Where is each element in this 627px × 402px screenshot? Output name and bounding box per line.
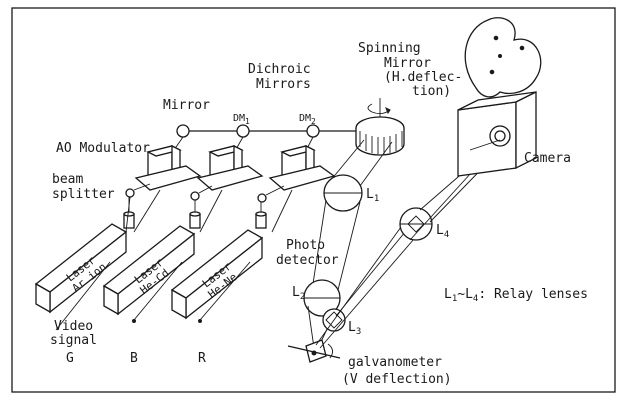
lens-l1 (324, 175, 362, 211)
label-splitter: splitter (52, 187, 115, 202)
beam-l1-l2-right (338, 202, 360, 290)
label-v-deflection: (V deflection) (342, 372, 452, 387)
label-photo: Photo (286, 238, 325, 253)
ao-modulator-3 (270, 146, 334, 190)
label-dm1: DM1 (233, 113, 250, 126)
mod-signal-1 (134, 190, 160, 232)
label-camera: Camera (524, 151, 571, 166)
label-video: Video (54, 319, 93, 334)
mod-signal-3 (272, 190, 292, 232)
label-detector: detector (276, 253, 339, 268)
label-h-deflection-2: tion) (412, 84, 451, 99)
photo-detector-1 (124, 197, 134, 228)
label-spinning: Spinning (358, 41, 421, 56)
label-l2: L2 (292, 285, 305, 302)
beam-l3-l4 (336, 226, 410, 316)
dm2-element (307, 125, 319, 137)
label-signal-g: G (66, 351, 74, 366)
label-mirror: Mirror (163, 98, 210, 113)
galvanometer (288, 340, 340, 362)
ao-modulator-2 (198, 146, 262, 190)
label-signal: signal (50, 333, 97, 348)
signal-r-dot (199, 320, 202, 323)
label-l1: L1 (366, 187, 379, 204)
dm1-element (237, 125, 249, 137)
label-dm2: DM2 (299, 113, 316, 126)
splitter-beam-3 (266, 186, 284, 195)
label-signal-r: R (198, 351, 206, 366)
lens-l4 (400, 208, 432, 240)
beam-splitter-3 (258, 194, 266, 202)
label-signal-b: B (130, 351, 138, 366)
beam-splitter-1 (126, 189, 134, 197)
photo-detector-3 (256, 202, 266, 228)
label-dichroic: Dichroic (248, 62, 311, 77)
label-ao-modulator: AO Modulator (56, 141, 150, 156)
mirror-element (177, 125, 189, 137)
label-spinning-mirror: Mirror (384, 56, 431, 71)
label-h-deflection-1: (H.deflec- (384, 70, 462, 85)
label-l4: L4 (436, 223, 449, 240)
spinning-mirror (356, 98, 404, 155)
label-mirrors: Mirrors (256, 77, 311, 92)
label-l3: L3 (348, 320, 361, 337)
label-galvanometer: galvanometer (348, 355, 442, 370)
mod-signal-2 (200, 190, 222, 232)
signal-b-dot (133, 320, 136, 323)
label-beam: beam (52, 172, 83, 187)
label-relay-lenses: L1~L4: Relay lenses (444, 287, 588, 304)
splitter-beam-2 (199, 186, 212, 193)
beam-splitter-2 (191, 192, 199, 200)
photo-detector-2 (190, 200, 200, 228)
